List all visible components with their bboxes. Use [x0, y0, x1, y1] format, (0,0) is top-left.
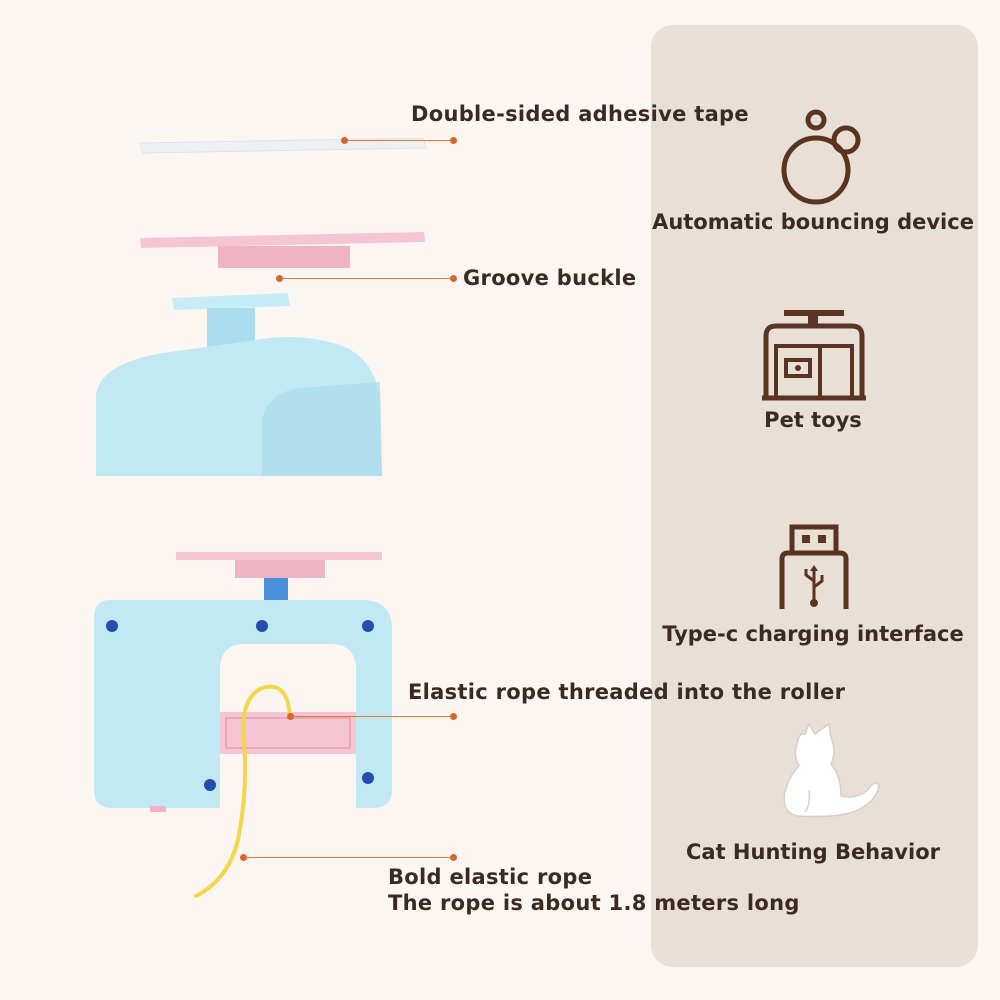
label-groove-buckle: Groove buckle [463, 266, 637, 290]
connector-cap [172, 293, 290, 310]
tape-leader-dot [341, 137, 348, 144]
desk-toy-icon [762, 310, 866, 401]
feature-pet-toys: Pet toys [764, 408, 862, 432]
device-body-u [94, 600, 392, 808]
feature-bouncing: Automatic bouncing device [652, 210, 974, 234]
screw [362, 620, 374, 632]
elastic-rope [194, 684, 292, 898]
feature-cat-hunting: Cat Hunting Behavior [686, 840, 940, 864]
screw [256, 620, 268, 632]
screw [106, 620, 118, 632]
roller-leader [290, 716, 453, 717]
screw [204, 779, 216, 791]
bubbles-icon [781, 109, 861, 205]
groove-block [218, 246, 350, 268]
tape-leader [345, 140, 453, 141]
rope-length-note: The rope is about 1.8 meters long [388, 891, 800, 915]
rope-leader [243, 857, 453, 858]
bottom-plate [176, 552, 382, 560]
cat-silhouette-icon [783, 722, 880, 818]
label-adhesive-tape: Double-sided adhesive tape [411, 102, 749, 126]
feature-typec: Type-c charging interface [662, 622, 964, 646]
groove-leader [280, 278, 453, 279]
adhesive-tape-sheet [139, 137, 427, 154]
device-top-illustration [96, 137, 427, 476]
groove-plate [140, 232, 425, 248]
device-bottom-illustration [94, 552, 392, 898]
label-bold-rope: Bold elastic rope The rope is about 1.8 … [388, 864, 800, 916]
bold-rope-title: Bold elastic rope [388, 865, 593, 889]
label-elastic-rope-roller: Elastic rope threaded into the roller [408, 680, 846, 704]
usb-plug-icon [779, 524, 849, 609]
screw [362, 772, 374, 784]
